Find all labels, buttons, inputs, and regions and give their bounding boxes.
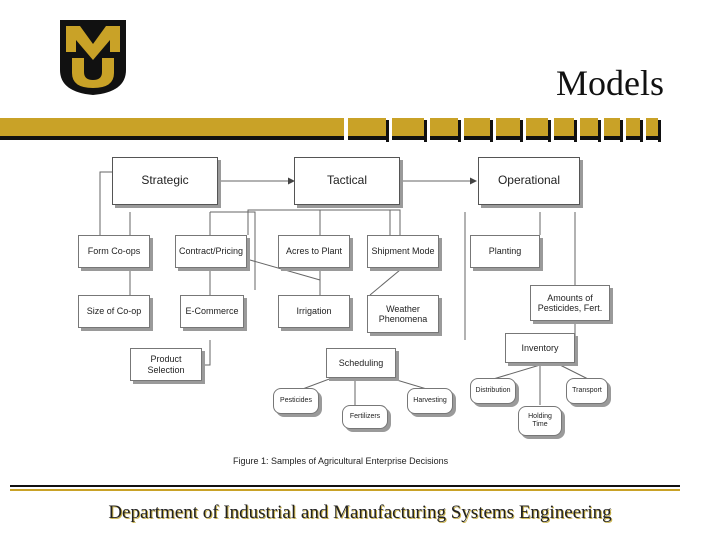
diagram-connectors — [99, 171, 591, 405]
node-amounts-of-pesticides: Amounts of Pesticides, Fert. — [530, 285, 610, 321]
footer-divider-gold — [10, 489, 680, 491]
node-scheduling: Scheduling — [326, 348, 396, 378]
decision-hierarchy-diagram: Strategic Tactical Operational Form Co-o… — [70, 150, 630, 480]
node-pesticides: Pesticides — [273, 388, 319, 414]
figure-caption: Figure 1: Samples of Agricultural Enterp… — [233, 456, 449, 466]
operational-level-box: Operational — [478, 157, 580, 205]
footer-department-name: Department of Industrial and Manufacturi… — [108, 502, 612, 523]
slide-title: Models — [556, 63, 664, 103]
node-weather-phenomena: Weather Phenomena — [367, 295, 439, 333]
node-irrigation: Irrigation — [278, 295, 350, 328]
node-e-commerce: E-Commerce — [180, 295, 244, 328]
title-divider-bar — [0, 112, 720, 148]
tactical-level-box: Tactical — [294, 157, 400, 205]
node-form-coops: Form Co-ops — [78, 235, 150, 268]
node-acres-to-plant: Acres to Plant — [278, 235, 350, 268]
node-contract-pricing: Contract/Pricing — [175, 235, 247, 268]
strategic-level-box: Strategic — [112, 157, 218, 205]
node-distribution: Distribution — [470, 378, 516, 404]
node-transport: Transport — [566, 378, 608, 404]
node-shipment-mode: Shipment Mode — [367, 235, 439, 268]
node-harvesting: Harvesting — [407, 388, 453, 414]
node-holding-time: Holding Time — [518, 406, 562, 436]
university-logo — [58, 18, 128, 96]
node-planting: Planting — [470, 235, 540, 268]
node-fertilizers: Fertilizers — [342, 405, 388, 429]
node-inventory: Inventory — [505, 333, 575, 363]
node-product-selection: Product Selection — [130, 348, 202, 381]
footer-divider-black — [10, 485, 680, 487]
node-size-of-coop: Size of Co-op — [78, 295, 150, 328]
